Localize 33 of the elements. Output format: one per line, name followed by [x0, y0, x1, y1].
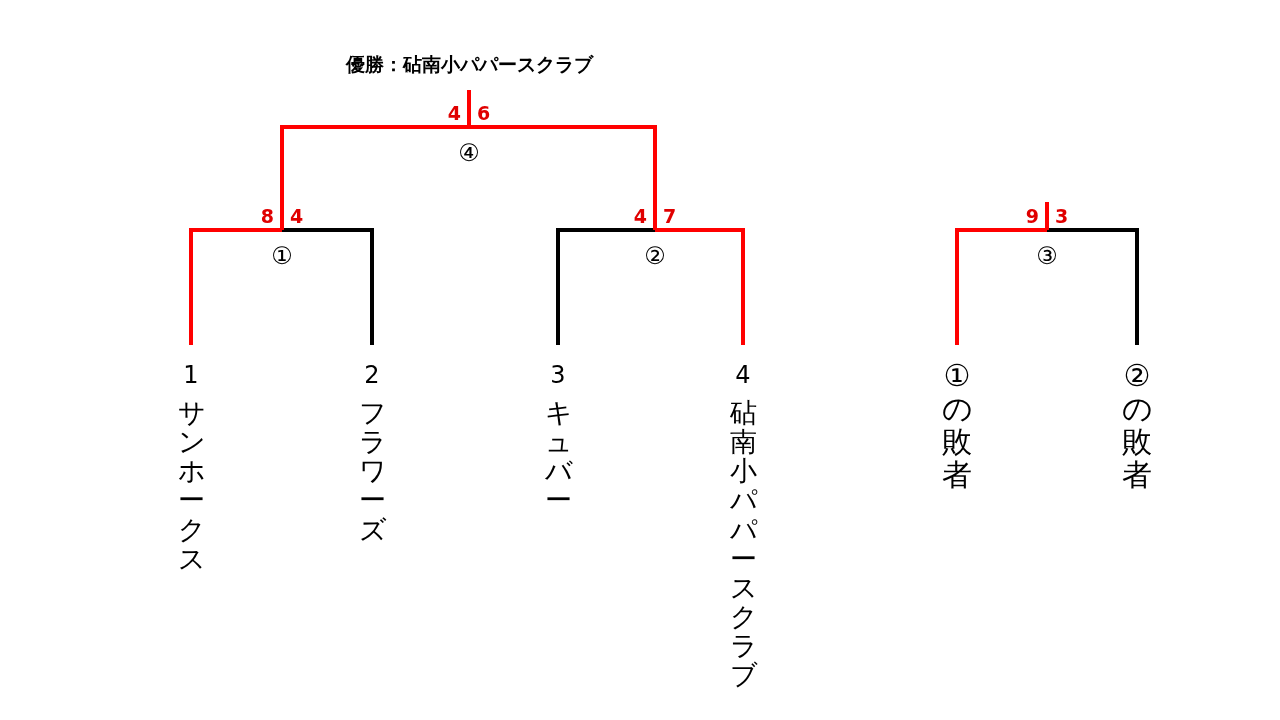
match-number: ① [271, 241, 293, 271]
team-name: サンホークス [177, 398, 205, 573]
bracket-line [282, 228, 374, 345]
score: 9 [1025, 205, 1039, 227]
seed-number: 2 [364, 360, 380, 390]
team-name: ②の敗者 [1122, 359, 1152, 491]
bracket-line [955, 228, 1047, 345]
match-number: ④ [458, 138, 480, 168]
bracket-line [189, 228, 282, 345]
match-number: ② [644, 241, 666, 271]
score: 4 [290, 205, 304, 227]
match-number: ③ [1036, 241, 1058, 271]
team-name: ①の敗者 [942, 359, 972, 491]
bracket-line [655, 228, 745, 345]
score: 4 [633, 205, 647, 227]
seed-number: 4 [735, 360, 751, 390]
seed-number: 1 [183, 360, 199, 390]
bracket-line [1045, 202, 1049, 230]
team-name: フラワーズ [358, 398, 386, 544]
bracket-line [556, 228, 655, 345]
score: 4 [447, 102, 461, 124]
bracket-line [467, 90, 471, 127]
seed-number: 3 [550, 360, 566, 390]
score: 6 [477, 102, 491, 124]
team-name: 砧南小パパースクラブ [729, 398, 757, 690]
bracket-line [1047, 228, 1139, 345]
score: 3 [1055, 205, 1069, 227]
bracket-line [469, 125, 657, 230]
champion-text: 優勝：砧南小パパースクラブ [345, 52, 593, 77]
score: 7 [663, 205, 677, 227]
score: 8 [260, 205, 274, 227]
team-name: キュバー [544, 398, 572, 515]
bracket-line [280, 125, 469, 230]
